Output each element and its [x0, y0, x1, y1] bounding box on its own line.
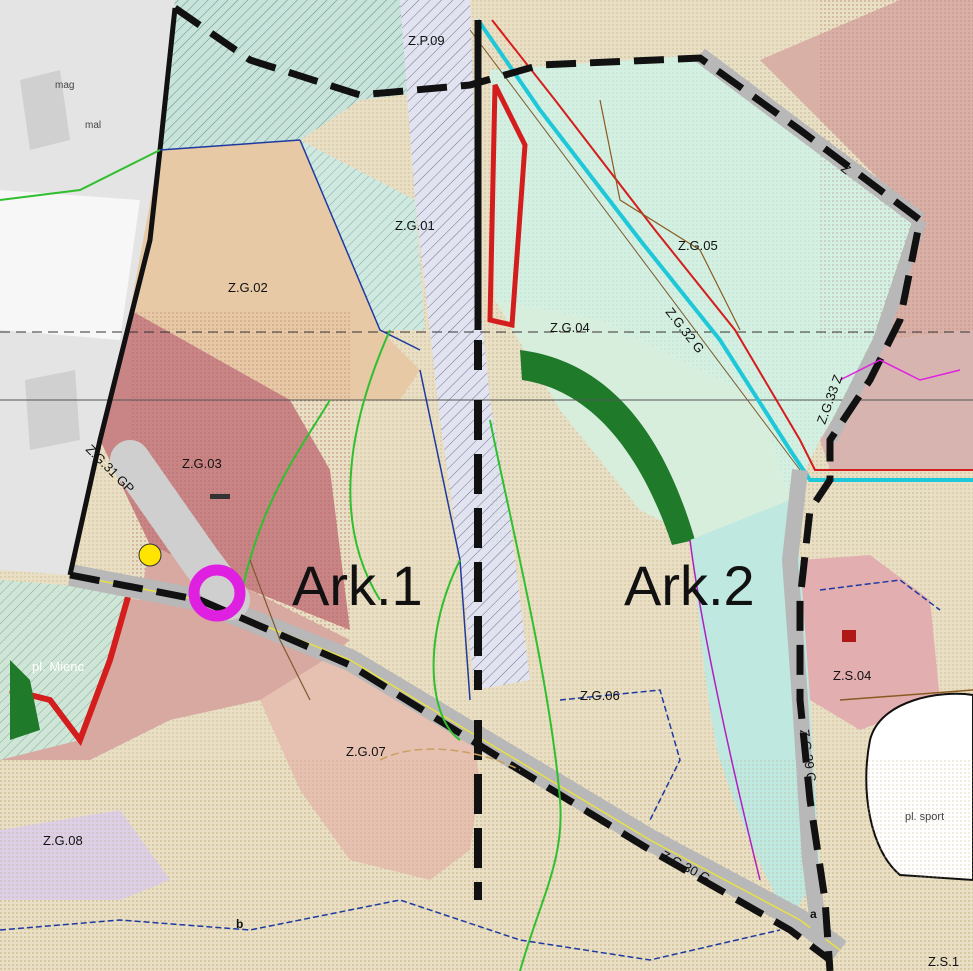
label-place-mag: mag [55, 80, 74, 91]
red-outline-area [487, 83, 528, 329]
marker-a-label: a [810, 907, 817, 921]
green-belt [520, 350, 695, 545]
label-zg06: Z.G.06 [580, 688, 620, 703]
label-zg04: Z.G.04 [550, 320, 590, 335]
label-zp09: Z.P.09 [408, 33, 445, 48]
label-road-zg29g: Z.G.29 G [797, 728, 819, 783]
boundary-dashed-east [173, 5, 924, 971]
label-zg01: Z.G.01 [395, 218, 435, 233]
magenta-ring-marker[interactable] [188, 564, 246, 622]
vehicle-symbol-icon [210, 494, 230, 499]
cyan-line [476, 18, 973, 482]
label-place-mal: mal [85, 120, 101, 131]
label-zg07: Z.G.07 [346, 744, 386, 759]
sheet-label-ark2: Ark.2 [624, 554, 755, 617]
label-place-pl-sport: pl. sport [905, 811, 944, 823]
zone-zs04 [800, 555, 940, 730]
boundary-west [67, 7, 178, 576]
label-zs1: Z.S.1 [928, 954, 959, 969]
sheet-label-ark1: Ark.1 [292, 554, 423, 617]
label-zs04: Z.S.04 [833, 668, 871, 683]
label-zg05: Z.G.05 [678, 238, 718, 253]
label-zg03: Z.G.03 [182, 456, 222, 471]
marker-b-label: b [236, 917, 243, 931]
label-zg08: Z.G.08 [43, 833, 83, 848]
building-symbol-icon [842, 630, 856, 642]
red-line [491, 19, 973, 471]
label-place-pl-mienc: pl. Mienc [32, 659, 85, 674]
yellow-dot-marker[interactable] [138, 543, 162, 567]
label-zg02: Z.G.02 [228, 280, 268, 295]
